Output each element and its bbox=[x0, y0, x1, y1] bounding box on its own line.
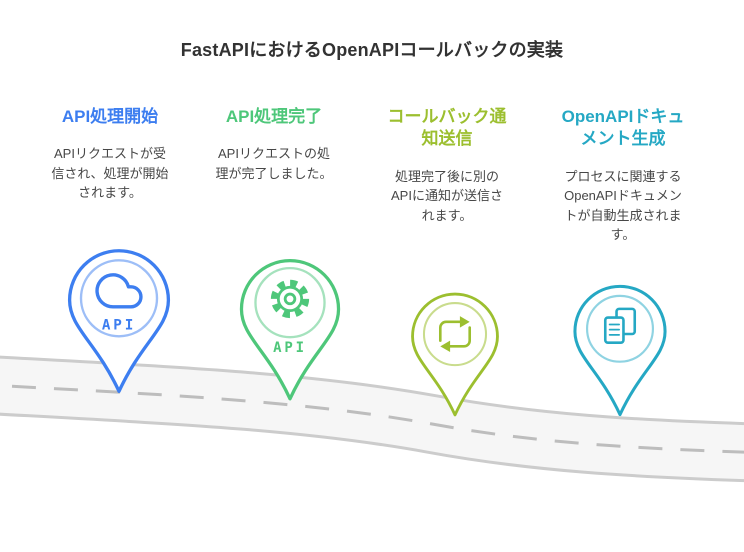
map-pin-step4 bbox=[573, 284, 667, 417]
pin-inner-ring bbox=[254, 266, 326, 339]
step-title-3: コールバック通 知送信 bbox=[387, 107, 507, 149]
step-column-2: API処理完了 APIリクエストの処 理が完了しました。 bbox=[198, 106, 350, 183]
pin-outline bbox=[239, 259, 341, 401]
step-description-1: APIリクエストが受 信され、処理が開始 されます。 bbox=[51, 146, 169, 201]
step-description-2: APIリクエストの処 理が完了しました。 bbox=[215, 146, 333, 181]
pin-inner-ring bbox=[79, 259, 159, 338]
pin-inner-ring bbox=[585, 294, 655, 363]
step-title-2: API処理完了 bbox=[225, 107, 323, 126]
map-pin-step3 bbox=[411, 292, 499, 417]
pin-outline bbox=[573, 284, 667, 417]
sync-arrows-icon bbox=[438, 316, 472, 353]
step-description-3: 処理完了後に別の APIに通知が送信さ れます。 bbox=[391, 168, 503, 223]
pin-badge-label: API bbox=[273, 340, 307, 356]
step-title-1: API処理開始 bbox=[61, 107, 159, 126]
documents-icon bbox=[603, 307, 637, 344]
step-title-4: OpenAPIドキュ メント生成 bbox=[561, 107, 685, 149]
map-pin-step2: API bbox=[239, 259, 341, 401]
pin-badge-label: API bbox=[102, 318, 136, 334]
pin-outline bbox=[411, 292, 499, 417]
pin-inner-ring bbox=[422, 302, 488, 367]
step-column-3: コールバック通 知送信 処理完了後に別の APIに通知が送信さ れます。 bbox=[370, 106, 524, 225]
page-title: FastAPIにおけるOpenAPIコールバックの実装 bbox=[180, 40, 564, 60]
cloud-icon bbox=[95, 273, 143, 309]
pin-outline bbox=[67, 249, 171, 394]
step-description-4: プロセスに関連する OpenAPIドキュメン トが自動生成されま す。 bbox=[564, 168, 682, 243]
step-column-1: API処理開始 APIリクエストが受 信され、処理が開始 されます。 bbox=[34, 106, 186, 203]
step-column-4: OpenAPIドキュ メント生成 プロセスに関連する OpenAPIドキュメン … bbox=[538, 106, 708, 245]
map-pin-step1: API bbox=[67, 249, 171, 394]
